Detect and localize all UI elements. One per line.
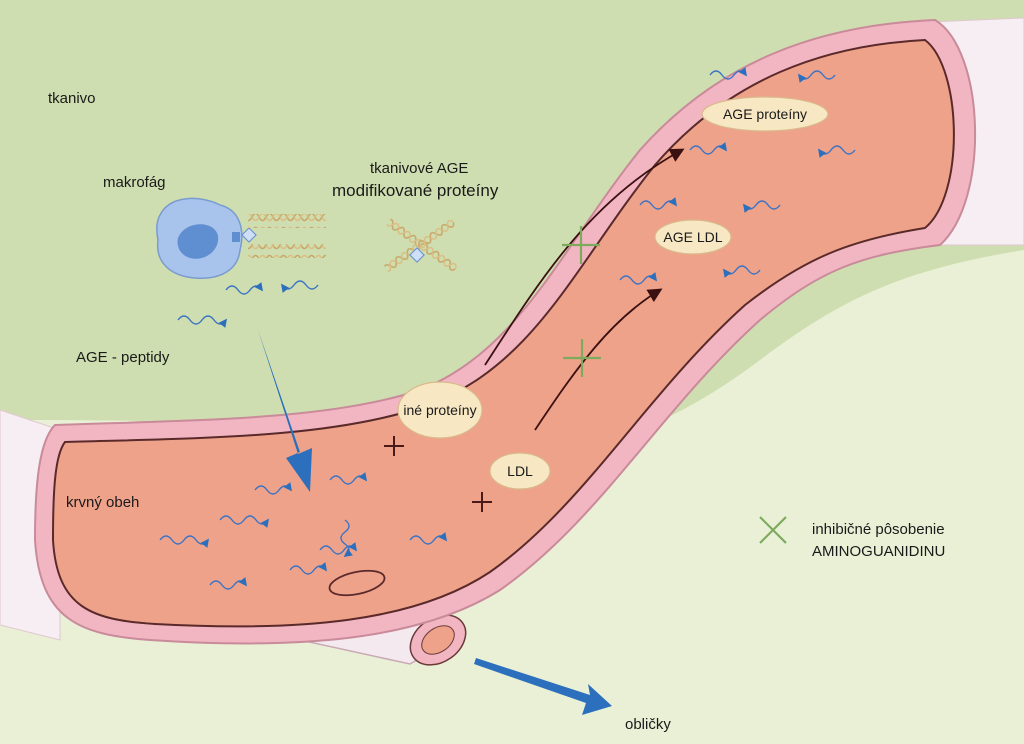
tissue-age-crosslink <box>383 217 459 277</box>
oval-ine-proteiny: iné proteíny <box>397 381 483 439</box>
inhibition-mark-upper <box>562 226 600 264</box>
branch-entry-outline <box>328 569 386 597</box>
protein-strand-2 <box>248 244 326 258</box>
arrow-to-kidneys <box>474 658 612 715</box>
label-macrophage: makrofág <box>103 174 166 191</box>
plus-sign-1 <box>384 436 404 456</box>
label-tissue-age-1: tkanivové AGE <box>370 160 469 177</box>
label-circulation: krvný obeh <box>66 494 140 511</box>
protein-strand-1 <box>248 214 326 228</box>
oval-age-proteiny-label: AGE proteíny <box>723 106 807 122</box>
legend-line-2: AMINOGUANIDINU <box>812 543 946 560</box>
legend-inhibition-icon <box>759 516 787 544</box>
blood-vessel-lumen <box>51 38 955 628</box>
oval-ine-proteiny-label: iné proteíny <box>403 402 476 418</box>
age-peptide-squiggles <box>159 67 856 590</box>
macrophage-cell <box>155 197 257 279</box>
label-age-peptides: AGE - peptidy <box>76 349 170 366</box>
oval-ldl: LDL <box>489 452 551 490</box>
label-kidneys: obličky <box>625 716 671 733</box>
label-tissue: tkanivo <box>48 90 96 107</box>
oval-ldl-label: LDL <box>507 463 533 479</box>
label-tissue-age-2: modifikované proteíny <box>332 181 499 200</box>
oval-age-ldl: AGE LDL <box>654 219 732 255</box>
legend-line-1: inhibičné pôsobenie <box>812 521 945 538</box>
oval-age-ldl-label: AGE LDL <box>663 229 722 245</box>
inhibition-mark-lower <box>563 339 601 377</box>
plus-sign-2 <box>472 492 492 512</box>
oval-age-proteiny: AGE proteíny <box>701 96 829 132</box>
arrow-into-blood <box>258 330 312 492</box>
transport-arrow-lower <box>534 288 663 431</box>
